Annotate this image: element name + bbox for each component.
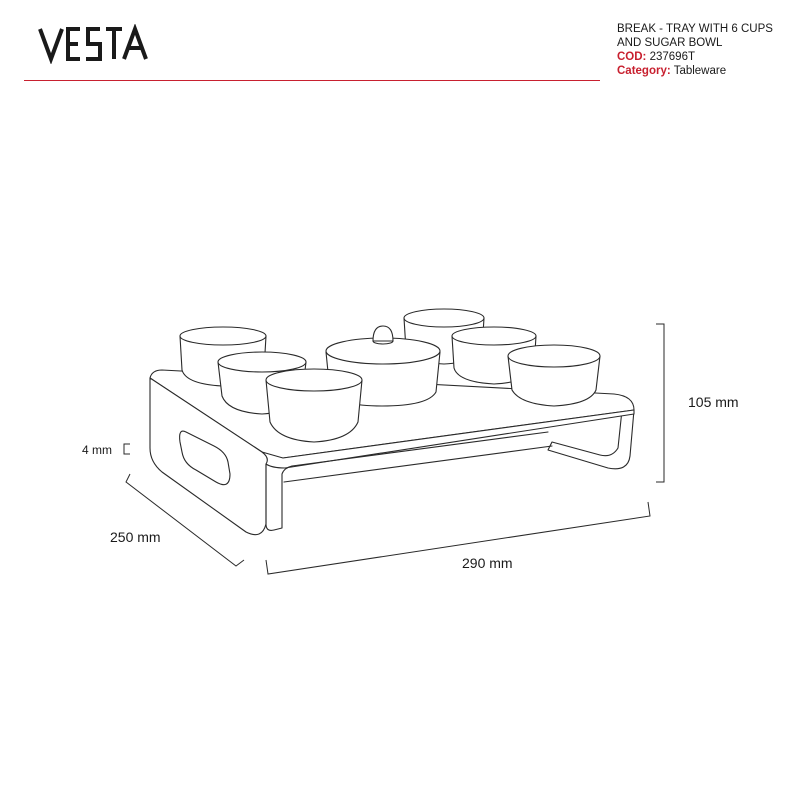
height-dimension-line xyxy=(656,323,665,483)
product-info: BREAK - TRAY WITH 6 CUPS AND SUGAR BOWL … xyxy=(617,22,773,78)
brand-logo xyxy=(38,24,148,64)
depth-label: 250 mm xyxy=(110,529,161,545)
product-category: Category: Tableware xyxy=(617,64,773,78)
code-value: 237696T xyxy=(649,51,695,63)
code-label: COD: xyxy=(617,51,647,63)
cup-front xyxy=(265,368,363,443)
tray-left-fold xyxy=(265,463,293,531)
thickness-dimension-mark xyxy=(123,443,130,455)
product-title-line1: BREAK - TRAY WITH 6 CUPS xyxy=(617,23,773,35)
category-label: Category: xyxy=(617,65,671,77)
header-divider xyxy=(24,80,600,81)
thickness-label: 4 mm xyxy=(82,443,112,457)
category-value: Tableware xyxy=(673,65,727,77)
height-label: 105 mm xyxy=(688,394,739,410)
cup-mid-right xyxy=(507,344,601,407)
tray-handle xyxy=(179,430,231,486)
product-code: COD: 237696T xyxy=(617,50,773,64)
length-dimension-line xyxy=(265,501,651,575)
product-title-line2: AND SUGAR BOWL xyxy=(617,37,723,49)
length-label: 290 mm xyxy=(462,555,513,571)
depth-dimension-line xyxy=(125,473,245,567)
tray-front-edge xyxy=(261,409,635,469)
tray-shelf xyxy=(283,431,553,483)
